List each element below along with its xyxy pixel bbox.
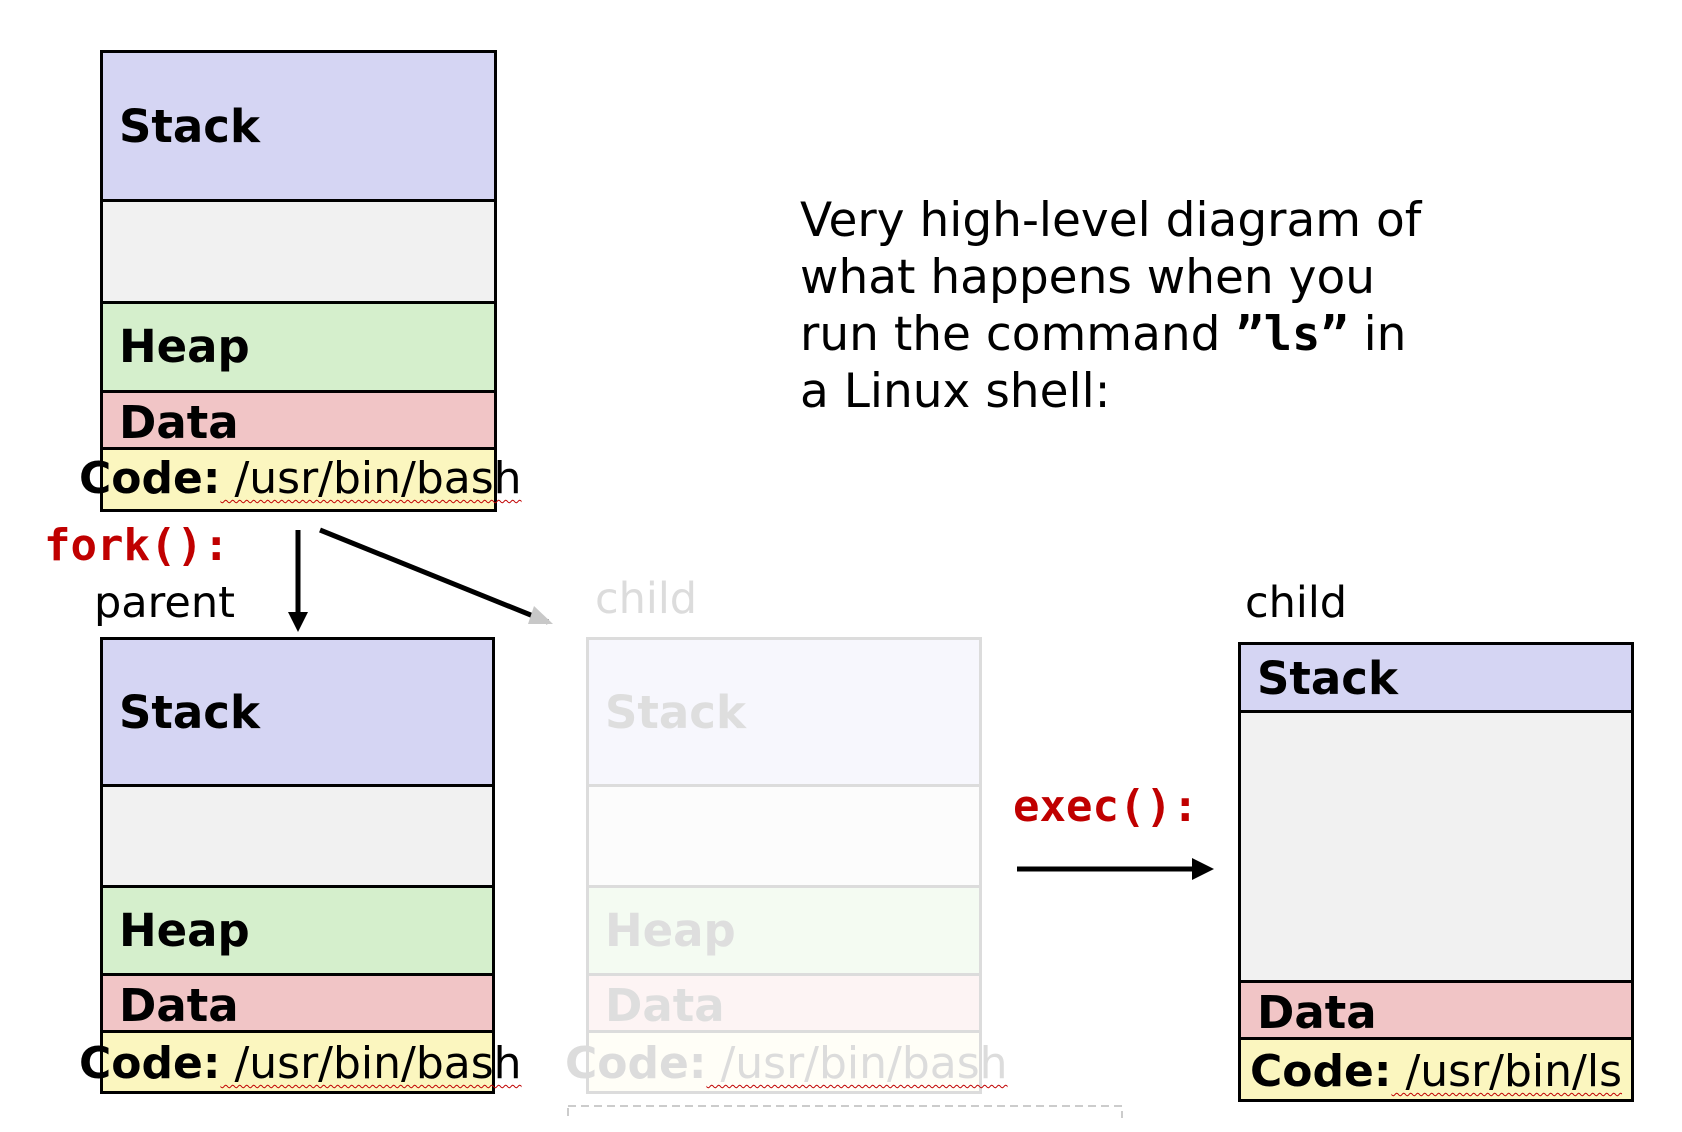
description-line-2: what happens when you [800,250,1376,305]
code-segment [1238,1037,1634,1102]
code-segment [100,1030,495,1094]
exec-arrowhead [1192,858,1214,880]
stack-label: Stack [119,686,260,739]
heap-label: Heap [605,904,736,957]
code-label-faded: Code: /usr/bin/bash [565,1038,1008,1089]
code-segment [586,1030,982,1094]
description-line-4: a Linux shell: [800,364,1111,419]
fork-call-label: fork(): [44,520,230,571]
code-label-exec: Code: /usr/bin/ls [1250,1046,1623,1097]
heap-label: Heap [119,320,250,373]
heap-label: Heap [119,904,250,957]
ls-command: ”ls” [1235,307,1349,362]
stack-label: Stack [605,686,746,739]
code-label-original: Code: /usr/bin/bash [79,453,522,504]
data-label: Data [119,979,239,1032]
parent-process: Stack Heap Data [100,637,495,1094]
stack-label: Stack [119,100,260,153]
data-label: Data [1257,986,1377,1039]
stack-segment: Stack [100,50,497,202]
exec-call-label: exec(): [1013,781,1199,832]
child-label-faded: child [595,574,698,624]
fork-child-arrowhead [528,606,553,624]
faded-dashed-outline [567,1105,1123,1118]
free-space-segment [1238,710,1634,983]
heap-segment: Heap [100,885,495,976]
fork-parent-arrowhead [288,612,308,632]
description-line-1: Very high-level diagram of [800,193,1422,248]
data-label: Data [119,396,239,449]
code-label-parent: Code: /usr/bin/bash [79,1038,522,1089]
exec-child-process: Stack Data [1238,642,1634,1102]
description-line-3: run the command ”ls” in [800,307,1407,362]
child-label: child [1245,578,1348,628]
stack-label: Stack [1257,652,1398,705]
data-segment: Data [586,973,982,1033]
diagram-description: Very high-level diagram of what happens … [800,192,1500,420]
heap-segment: Heap [100,301,497,393]
fork-child-arrow [319,527,549,625]
data-label: Data [605,979,725,1032]
parent-label: parent [94,578,235,628]
forked-child-process: Stack Heap Data [586,637,982,1094]
code-segment [100,447,497,512]
stack-segment: Stack [100,637,495,787]
stack-segment: Stack [1238,642,1634,713]
original-process: Stack Heap Data [100,50,497,512]
stack-segment: Stack [586,637,982,787]
